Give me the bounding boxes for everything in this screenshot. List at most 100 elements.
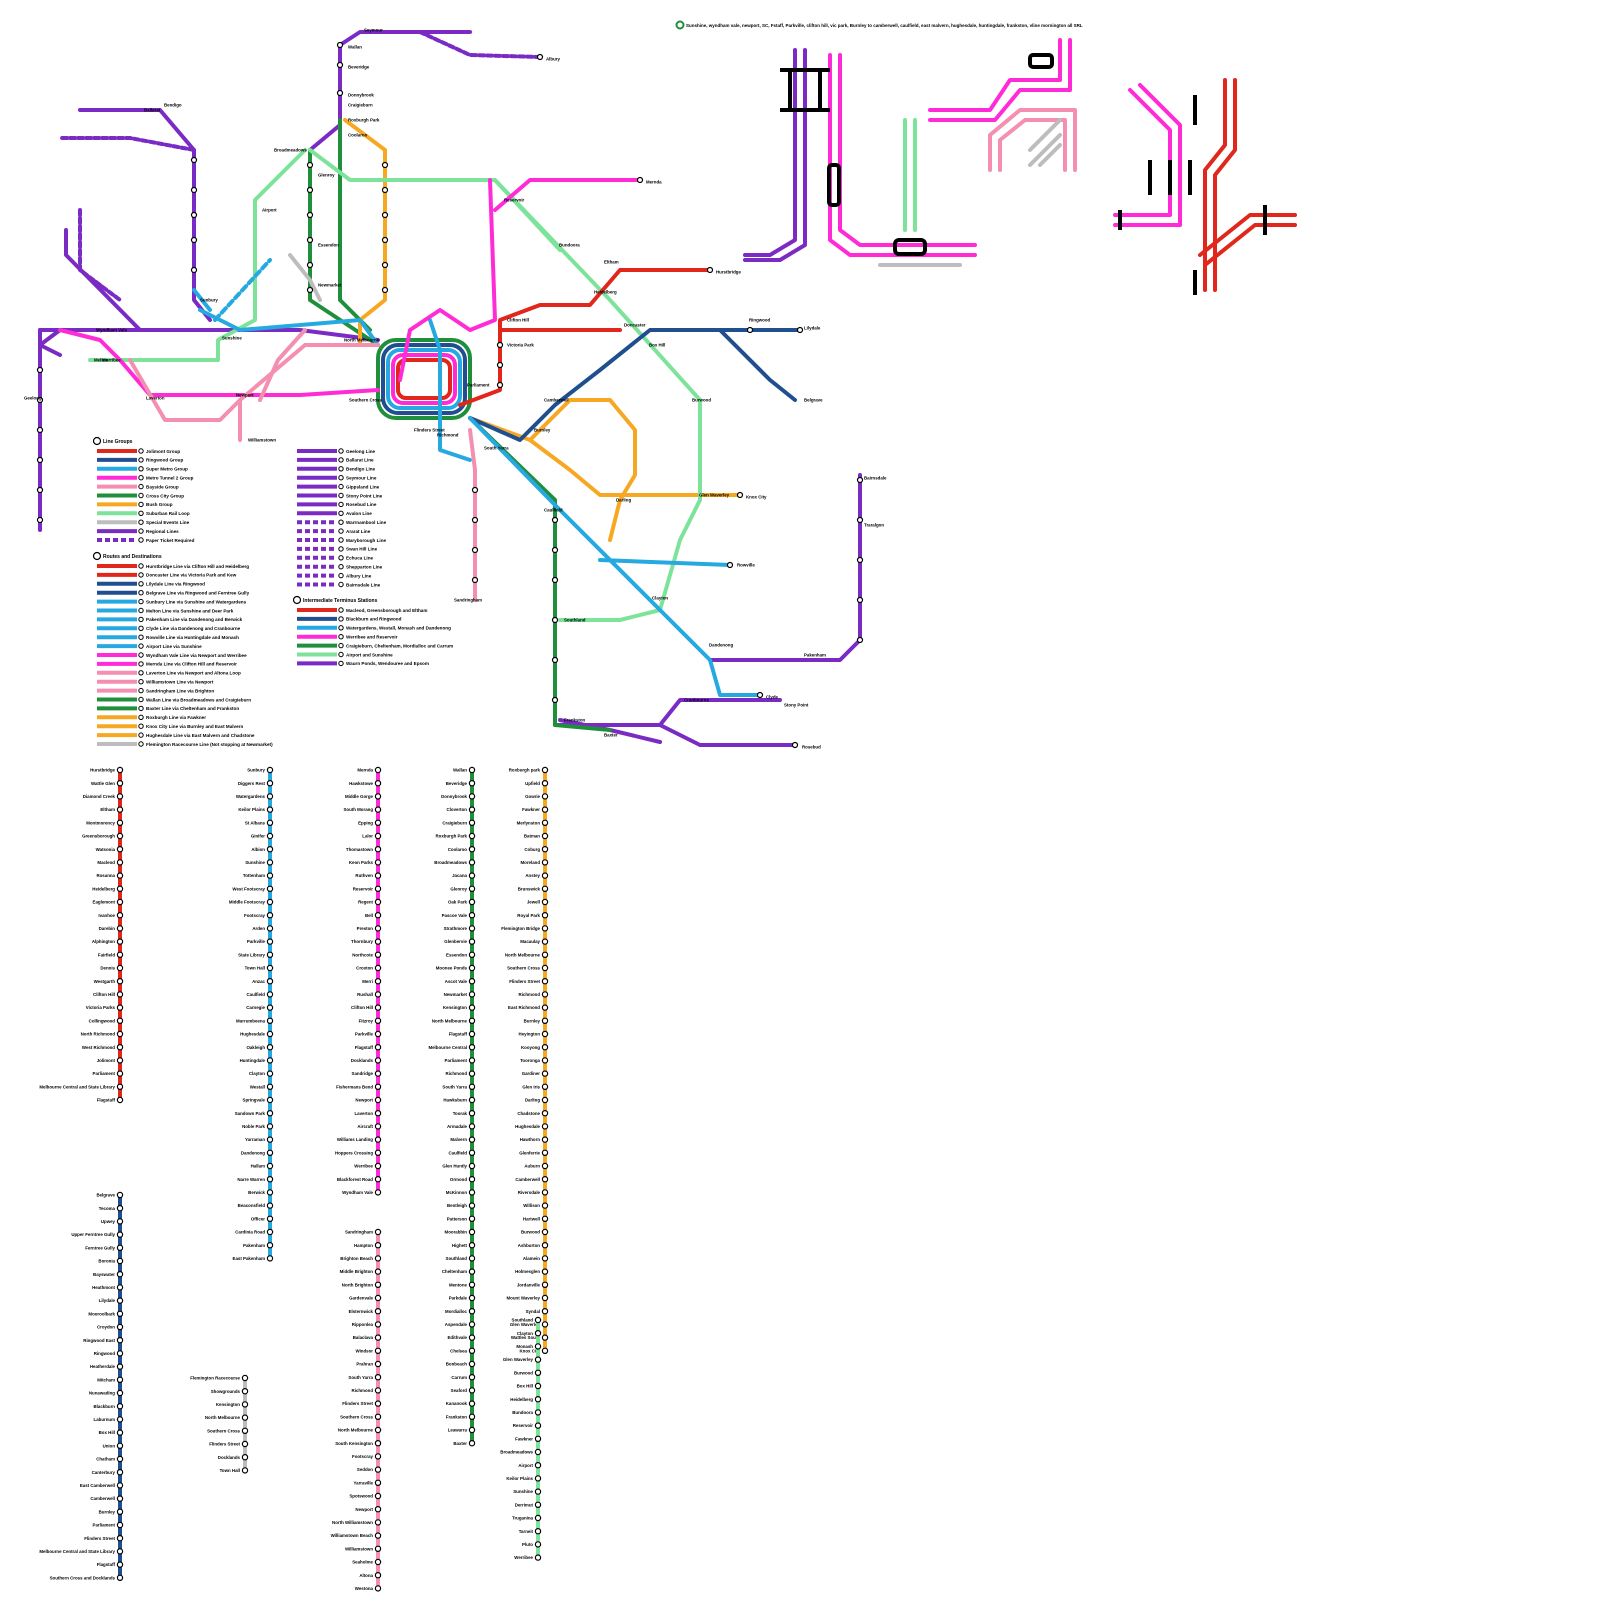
- strip-station-label: South Yarra: [442, 1084, 467, 1089]
- strip-station-label: State Library: [238, 952, 265, 957]
- strip-station-label: Derrimut: [515, 1502, 534, 1507]
- legend-label: Avalon Line: [346, 511, 372, 516]
- strip-station-label: Macaulay: [520, 939, 540, 944]
- strip-station-icon: [374, 1017, 382, 1025]
- strip-station-label: Gardiner: [522, 1071, 541, 1076]
- strip-station-icon: [468, 1439, 476, 1447]
- strip-station-icon: [116, 1257, 124, 1265]
- strip-station-label: Bundoora: [512, 1410, 533, 1415]
- strip-station-label: Williamstown Beach: [331, 1533, 374, 1538]
- legend-station-icon: [338, 642, 344, 649]
- strip-station-icon: [534, 1448, 542, 1456]
- strip-station-label: Moorabbin: [445, 1230, 468, 1235]
- strip-station-label: Aspendale: [445, 1322, 468, 1327]
- strip-station-label: Cheltenham: [442, 1269, 467, 1274]
- strip-station-label: Hughesdale: [240, 1032, 265, 1037]
- strip-station-icon: [116, 964, 124, 972]
- strip-station-label: Upfield: [525, 781, 540, 786]
- strip-station-label: Werribee: [514, 1555, 533, 1560]
- strip-station-label: Caulfield: [448, 1150, 467, 1155]
- legend-label: Maryborough Line: [346, 538, 387, 543]
- strip-station-label: Carrum: [451, 1375, 467, 1380]
- strip-station-label: Hughesdale: [515, 1124, 540, 1129]
- strip-station-label: Ginifer: [251, 834, 265, 839]
- strip-station-icon: [541, 925, 549, 932]
- legend-label: Melton Line via Sunshine and Deer Park: [146, 608, 234, 613]
- strip-station-icon: [534, 1461, 542, 1469]
- strip-station-label: Dennis: [100, 966, 115, 971]
- strip-station-label: Batman: [524, 834, 540, 839]
- strip-station-label: Flagstaff: [449, 1032, 468, 1037]
- legend-station-icon: [138, 705, 144, 712]
- map-station-label: Glen Waverley: [699, 493, 730, 498]
- strip-station-label: Melbourne Central and State Library: [39, 1084, 115, 1089]
- strip-station-label: Hurstbridge: [90, 768, 115, 773]
- legend-label: Geelong Line: [346, 449, 376, 454]
- legend-item: Knox City Line via Burnley and East Malv…: [97, 723, 243, 729]
- strip-station-icon: [241, 1440, 249, 1448]
- strip-station-label: Tottenham: [243, 873, 265, 878]
- strip-station-label: Broadmeadows: [434, 860, 467, 865]
- strip-station-label: Diamond Creek: [83, 794, 116, 799]
- strip-station-label: Brunswick: [518, 886, 541, 891]
- strip-station-label: Southern Cross and Docklands: [50, 1575, 116, 1580]
- strip-station-icon: [266, 1175, 274, 1183]
- strip-station-label: Carnegie: [246, 1005, 265, 1010]
- strip-station-icon: [266, 1123, 274, 1130]
- strip-station-icon: [116, 1231, 124, 1238]
- strip-station-label: St Albans: [245, 820, 266, 825]
- strip-station-label: Malvern: [450, 1137, 467, 1142]
- strip-station-label: Yarraville: [353, 1480, 373, 1485]
- strip-station-label: Camberwell: [515, 1177, 540, 1182]
- strip-station-label: Camberwell: [90, 1496, 115, 1501]
- strip-station-icon: [116, 1070, 124, 1077]
- strip-station-label: Kooyong: [521, 1045, 540, 1050]
- strip-station-label: Anstey: [525, 873, 540, 878]
- strip-station-icon: [116, 951, 124, 959]
- strip-station-icon: [241, 1414, 249, 1421]
- strip-station-label: Baxter: [453, 1441, 467, 1446]
- strip-station-icon: [374, 1189, 382, 1196]
- strip-station-icon: [468, 1070, 476, 1077]
- strip-station-icon: [266, 1109, 274, 1117]
- legend-item: Swan Hill Line: [297, 546, 378, 552]
- strip-station-icon: [116, 1204, 124, 1212]
- legend-item: Lilydale Line via Ringwood: [97, 581, 205, 587]
- strip-station-icon: [541, 1096, 549, 1104]
- header-note: Sunshine, wyndham vale, newport, SC, Fst…: [686, 23, 1083, 28]
- legend-item: Watergardens, Westall, Monash and Danden…: [297, 625, 451, 631]
- strip-station-icon: [541, 1281, 549, 1289]
- strip-wallan: WallanBeveridgeDonnybrookClovertonCraigi…: [428, 766, 476, 1447]
- legend-label: Ringwood Group: [146, 458, 183, 463]
- strip-station-icon: [374, 1532, 382, 1539]
- legend-item: Rowville Line via Huntingdale and Monash: [97, 634, 239, 640]
- strip-station-icon: [116, 938, 124, 945]
- map-station-label: Sunbury: [200, 298, 218, 303]
- map-station-label: Southern Cross: [349, 398, 382, 403]
- strip-station-icon: [374, 1149, 382, 1157]
- legend-item: Craigieburn, Cheltenham, Mordialloc and …: [297, 642, 453, 649]
- strip-station-label: Clifton Hill: [351, 1005, 373, 1010]
- strip-station-label: Parkdale: [449, 1296, 468, 1301]
- legend-label: Special Events Line: [146, 520, 190, 525]
- legend-label: Mernda Line via Clifton Hill and Reservo…: [146, 662, 237, 667]
- strip-station-icon: [468, 1241, 476, 1249]
- note-marker-icon: [675, 20, 685, 30]
- strip-station-icon: [541, 912, 549, 919]
- strip-station-label: Werribee: [354, 1164, 373, 1169]
- strip-station-icon: [374, 1387, 382, 1394]
- strip-station-icon: [266, 1162, 274, 1170]
- strip-station-icon: [116, 978, 124, 985]
- legend-label: Cross City Group: [146, 493, 184, 498]
- strip-station-label: Heyington: [519, 1032, 541, 1037]
- legend-label: Roxburgh Line via Fawkner: [146, 715, 206, 720]
- map-station-label: Melton: [94, 358, 108, 363]
- strip-station-icon: [541, 991, 549, 998]
- strip-station-label: Victoria Parks: [86, 1005, 116, 1010]
- strip-station-label: Berwick: [248, 1190, 265, 1195]
- legend-label: Belgrave Line via Ringwood and Ferntree …: [146, 591, 250, 596]
- strip-station-icon: [541, 872, 549, 879]
- strip-station-label: Ringwood: [94, 1351, 116, 1356]
- strip-station-label: Glen Iris: [522, 1084, 540, 1089]
